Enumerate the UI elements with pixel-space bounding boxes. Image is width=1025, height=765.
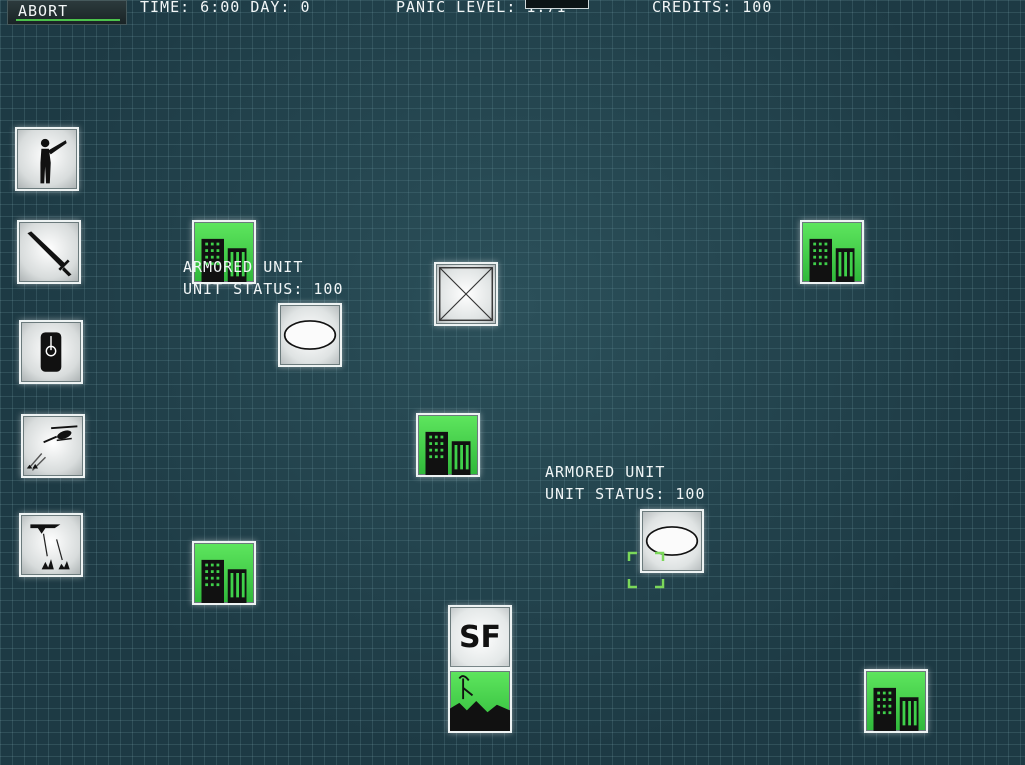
bomber-icon	[30, 524, 70, 570]
sf-label: SF	[458, 619, 502, 655]
panic-level-readout: PANIC LEVEL: 1.71	[396, 0, 567, 16]
unit-status: UNIT STATUS: 100	[545, 485, 706, 503]
supply-crate[interactable]	[434, 262, 498, 326]
phone-icon	[40, 332, 62, 372]
city-building[interactable]	[800, 220, 864, 284]
unit-info-label: ARMORED UNIT UNIT STATUS: 100	[545, 461, 706, 505]
unit-name: ARMORED UNIT	[183, 258, 304, 276]
building-icon	[201, 559, 247, 603]
credits-readout: CREDITS: 100	[652, 0, 773, 16]
toolbar-item-helicopter[interactable]	[21, 414, 85, 478]
city-building[interactable]	[416, 413, 480, 477]
abort-button[interactable]: ABORT	[7, 0, 127, 25]
armored-unit-icon	[283, 320, 337, 350]
selection-cursor-icon	[627, 551, 665, 589]
radar-base-icon	[450, 675, 510, 731]
building-icon	[873, 687, 919, 731]
city-building[interactable]	[864, 669, 928, 733]
armored-unit[interactable]	[278, 303, 342, 367]
toolbar-item-device[interactable]	[19, 320, 83, 384]
soldier-icon	[40, 138, 67, 184]
unit-status: UNIT STATUS: 100	[183, 280, 344, 298]
time-day-readout: TIME: 6:00 DAY: 0	[140, 0, 311, 16]
armored-unit-icon	[645, 526, 699, 556]
armored-unit[interactable]	[640, 509, 704, 573]
city-building[interactable]	[192, 220, 256, 284]
panic-level-indicator	[525, 0, 589, 9]
special-forces-base[interactable]	[448, 669, 512, 733]
unit-name: ARMORED UNIT	[545, 463, 666, 481]
toolbar-item-airstrike[interactable]	[19, 513, 83, 577]
toolbar-item-infantry[interactable]	[15, 127, 79, 191]
special-forces-tile[interactable]: SF	[448, 605, 512, 669]
city-building[interactable]	[192, 541, 256, 605]
building-icon	[809, 238, 855, 282]
crate-icon	[439, 267, 493, 321]
building-icon	[201, 238, 247, 282]
sword-icon	[27, 231, 72, 277]
unit-info-label: ARMORED UNIT UNIT STATUS: 100	[183, 256, 344, 300]
building-icon	[425, 431, 471, 475]
helicopter-icon	[26, 425, 78, 471]
toolbar-item-blade[interactable]	[17, 220, 81, 284]
